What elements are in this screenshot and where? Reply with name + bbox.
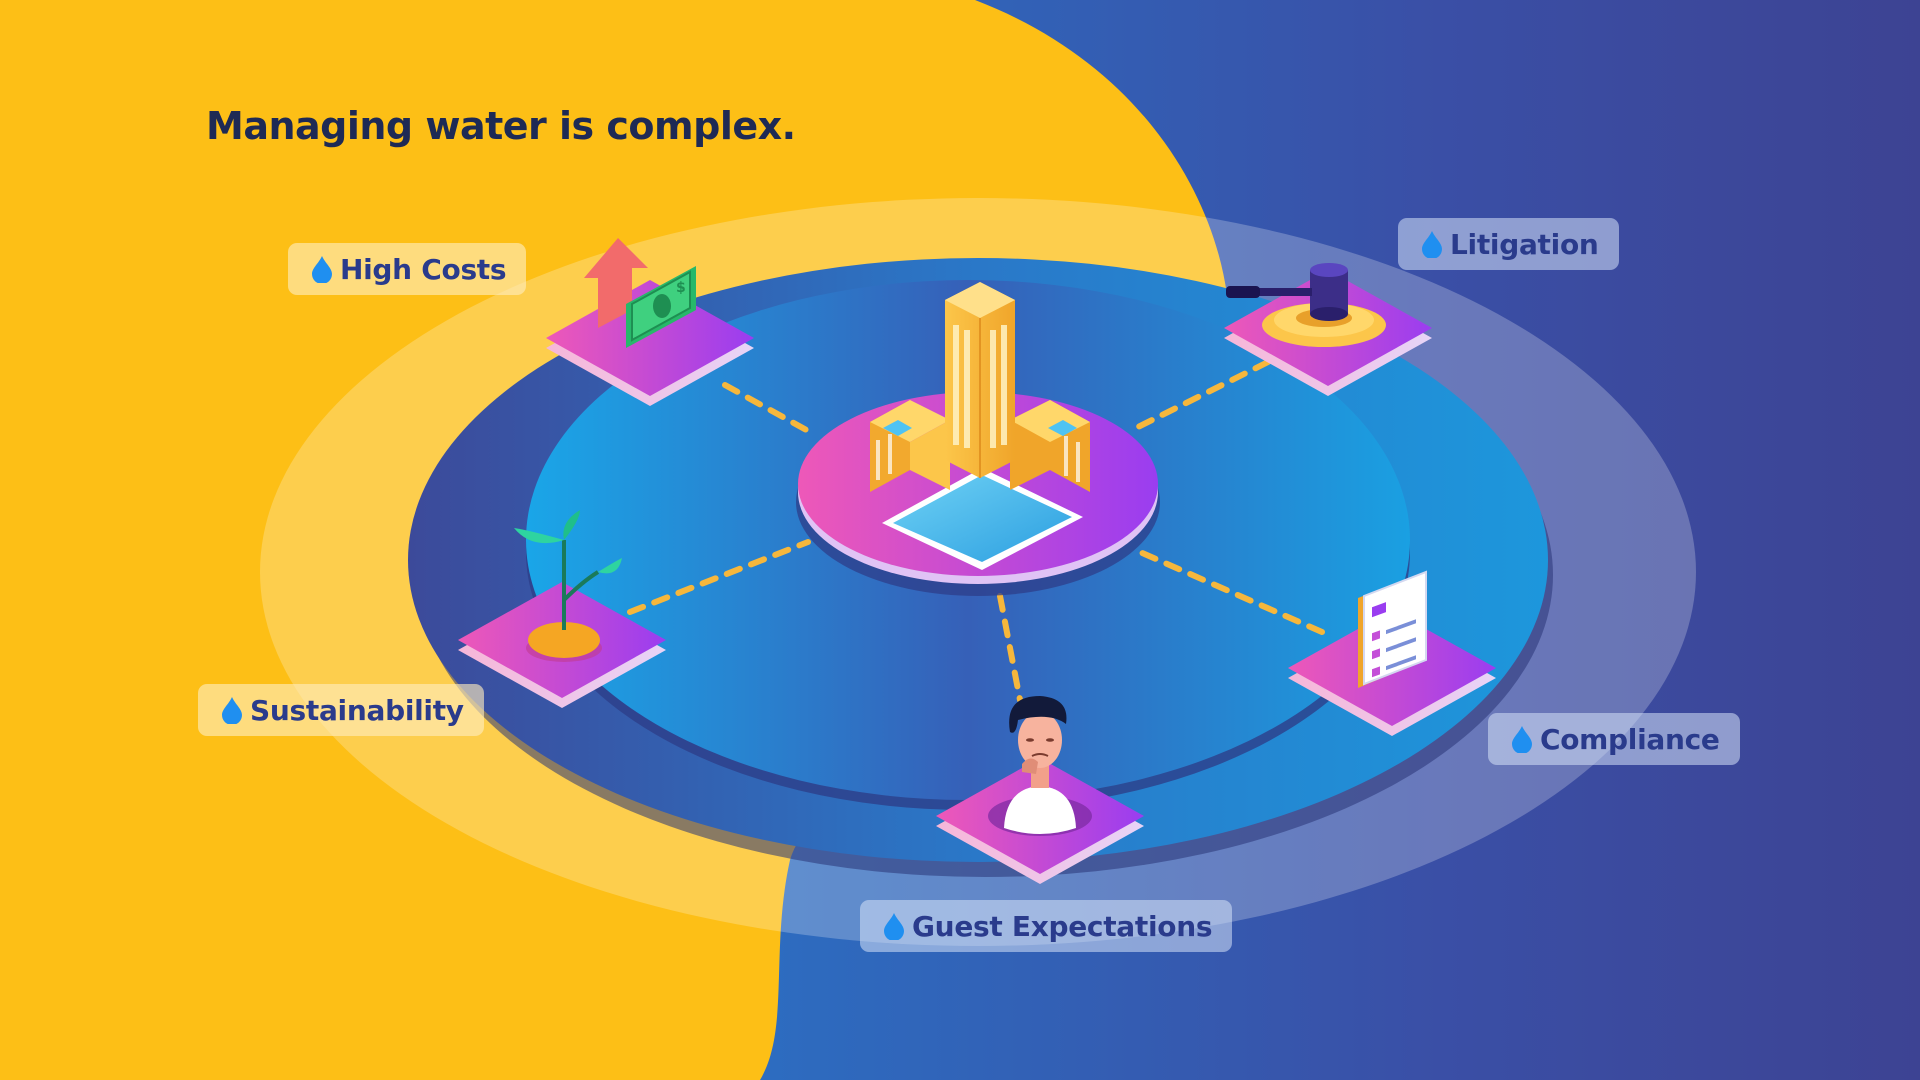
water-drop-icon	[1512, 726, 1532, 753]
water-drop-icon	[312, 256, 332, 283]
center-hub	[796, 282, 1160, 596]
connectors	[627, 359, 1325, 703]
label-litigation: Litigation	[1398, 218, 1619, 270]
connector-guest-expectations	[997, 593, 1023, 703]
label-guest-expectations-text: Guest Expectations	[912, 909, 1213, 943]
connector-litigation	[1129, 359, 1271, 433]
label-compliance-text: Compliance	[1540, 722, 1720, 756]
water-drop-icon	[1422, 231, 1442, 258]
water-drop-icon	[884, 913, 904, 940]
label-compliance: Compliance	[1488, 713, 1740, 765]
checklist-document-icon	[1358, 570, 1427, 688]
label-litigation-text: Litigation	[1450, 227, 1599, 261]
tile-litigation	[1224, 263, 1432, 396]
sprout-icon	[514, 510, 622, 662]
svg-text:$: $	[676, 280, 686, 296]
connector-sustainability	[627, 539, 811, 615]
water-drop-icon	[222, 697, 242, 724]
money-up-arrow-icon: $	[584, 238, 696, 348]
tile-high-costs: $	[546, 238, 754, 406]
connector-high-costs	[722, 382, 813, 435]
gavel-icon	[1226, 263, 1386, 347]
tile-compliance	[1288, 570, 1496, 736]
label-high-costs-text: High Costs	[340, 252, 507, 286]
label-sustainability: Sustainability	[198, 684, 484, 736]
label-guest-expectations: Guest Expectations	[860, 900, 1233, 952]
connector-compliance	[1137, 549, 1325, 635]
tile-sustainability	[458, 510, 666, 708]
tile-guest-expectations	[936, 696, 1144, 884]
label-high-costs: High Costs	[288, 243, 527, 295]
label-sustainability-text: Sustainability	[250, 693, 464, 727]
unhappy-guest-icon	[988, 696, 1092, 836]
headline: Managing water is complex.	[206, 104, 796, 148]
